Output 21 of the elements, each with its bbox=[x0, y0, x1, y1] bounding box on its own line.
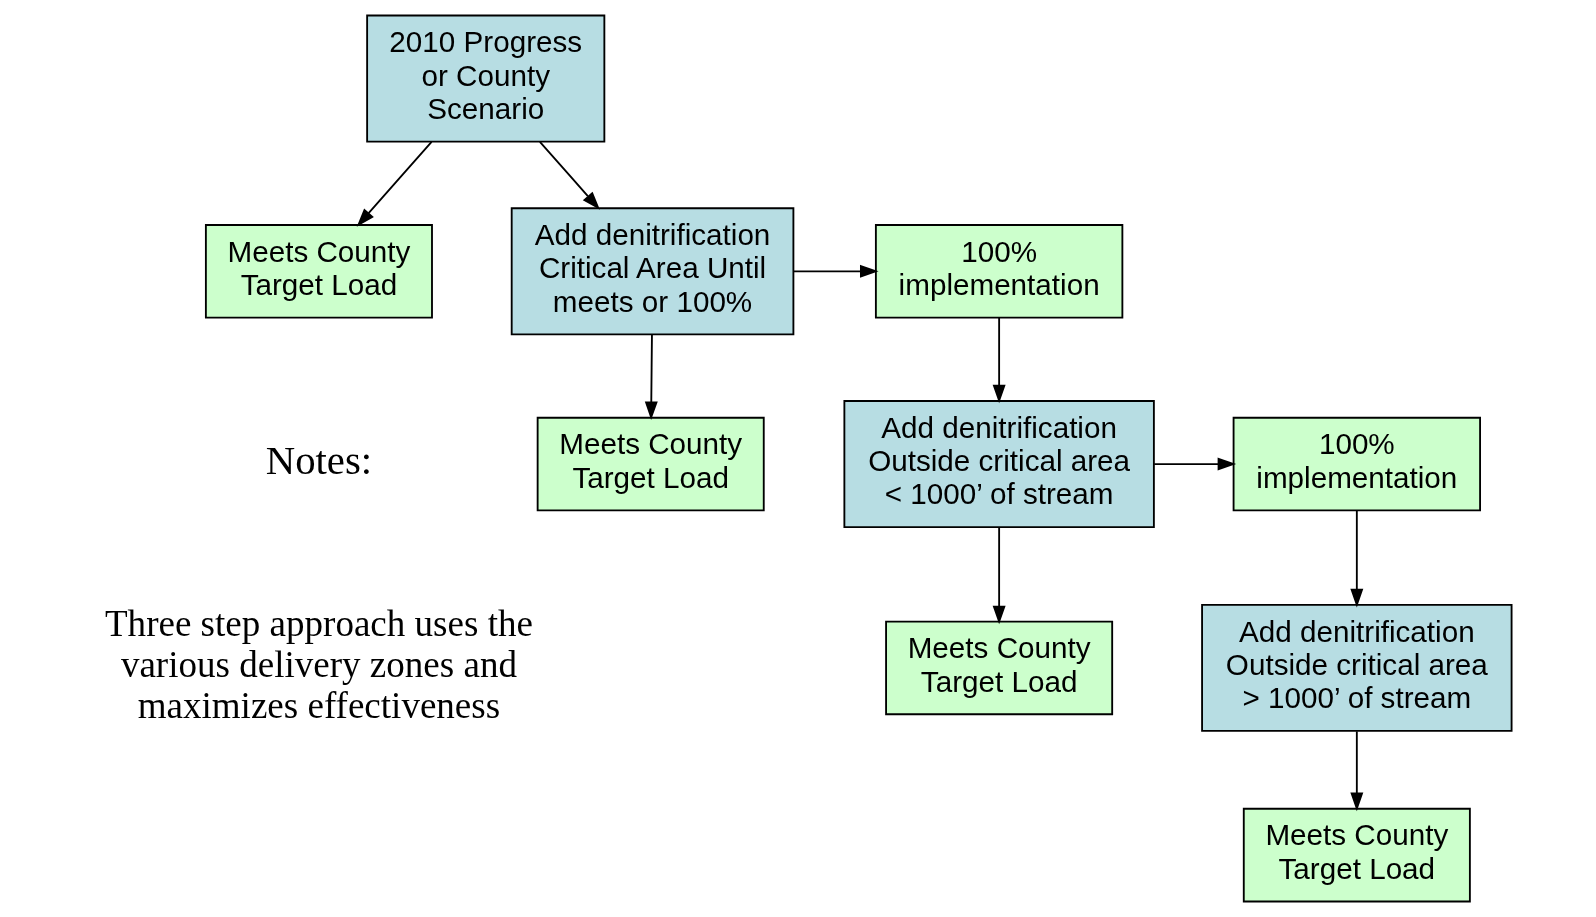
arrow bbox=[1152, 457, 1236, 471]
node-box: Meets County Target Load bbox=[1242, 807, 1471, 903]
node-box: Meets County Target Load bbox=[884, 620, 1113, 716]
node-box: Add denitrification Outside critical area > 1000’ of stream bbox=[1200, 604, 1512, 732]
node-box: Meets County Target Load bbox=[536, 416, 765, 512]
arrow bbox=[538, 140, 600, 210]
node-box: 100% implementation bbox=[874, 224, 1123, 319]
node-box: Meets County Target Load bbox=[204, 224, 433, 319]
arrow bbox=[644, 333, 658, 421]
node-box: Add denitrification Critical Area Until meets or 100% bbox=[510, 207, 794, 336]
arrow bbox=[356, 140, 432, 227]
node-box: Add denitrification Outside critical area < 1000’ of stream bbox=[842, 400, 1155, 528]
arrow bbox=[1349, 509, 1363, 608]
arrow bbox=[1349, 730, 1363, 812]
arrow bbox=[992, 526, 1006, 625]
arrow bbox=[792, 264, 879, 278]
label: Three step approach uses the various delivery zones and maximizes effectiveness bbox=[104, 603, 533, 726]
label: Notes: bbox=[265, 438, 372, 484]
node-box: 2010 Progress or County Scenario bbox=[365, 14, 605, 143]
arrow bbox=[992, 317, 1006, 404]
node-box: 100% implementation bbox=[1232, 416, 1481, 512]
